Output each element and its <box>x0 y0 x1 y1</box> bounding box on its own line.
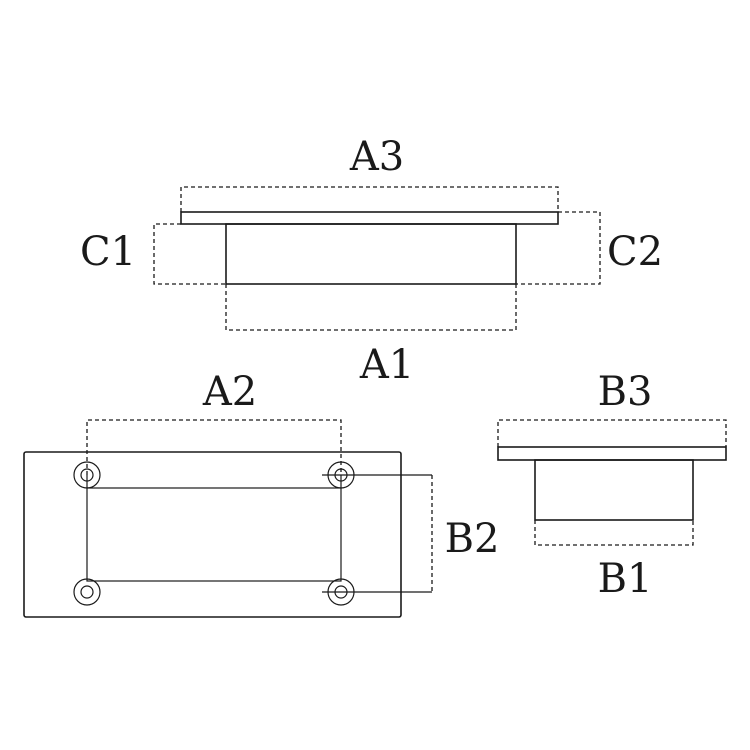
label-b2: B2 <box>445 516 500 562</box>
side-view: A3 A1 C1 C2 <box>80 134 663 388</box>
end-view-flange <box>497 446 727 461</box>
dim-c1-line <box>153 223 226 285</box>
end-view: B3 B1 <box>497 369 727 602</box>
dim-a1-line <box>225 284 517 331</box>
label-c1: C1 <box>80 229 136 275</box>
front-view: A2 B2 <box>23 369 500 618</box>
front-view-plate <box>23 451 402 618</box>
label-b3: B3 <box>598 369 653 415</box>
label-b1: B1 <box>598 556 653 602</box>
dim-c2-line <box>516 211 601 285</box>
mounting-hole-bottom-left <box>73 578 101 606</box>
side-view-flange <box>180 211 559 225</box>
end-view-body <box>534 459 694 521</box>
label-a3: A3 <box>349 134 404 180</box>
dim-b1-line <box>534 520 694 546</box>
front-view-opening <box>86 487 342 582</box>
dim-a3-line <box>180 186 559 212</box>
label-c2: C2 <box>607 229 663 275</box>
label-a1: A1 <box>359 342 414 388</box>
side-view-body <box>225 223 517 285</box>
label-a2: A2 <box>202 369 257 415</box>
dim-b3-line <box>497 419 727 447</box>
dim-a2-line <box>86 419 342 475</box>
